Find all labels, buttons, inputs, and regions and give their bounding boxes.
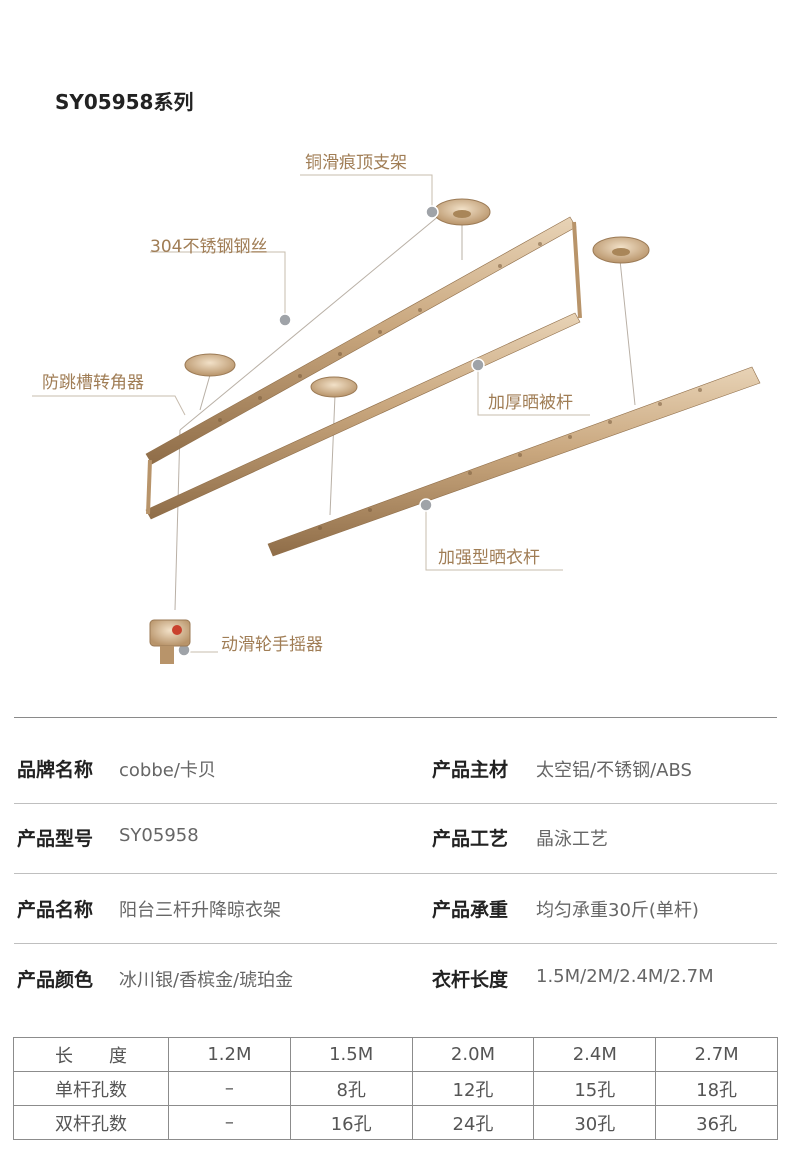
callout-ceiling-bracket: 铜滑痕顶支架 (305, 153, 407, 173)
divider (14, 803, 777, 804)
table-cell: 24孔 (411, 1105, 535, 1140)
spec-label-brand: 品牌名称 (17, 759, 94, 781)
table-header-cell: 1.5M (289, 1037, 413, 1072)
table-header-cell: 长 度 (13, 1037, 169, 1072)
table-cell: 36孔 (655, 1105, 778, 1140)
table-row: 单杆孔数 – 8孔 12孔 15孔 18孔 (13, 1071, 778, 1106)
spec-value-product-name: 阳台三杆升降晾衣架 (119, 900, 281, 921)
table-row: 双杆孔数 – 16孔 24孔 30孔 36孔 (13, 1105, 778, 1140)
callout-clothes-rod: 加强型晒衣杆 (438, 548, 540, 568)
rods (145, 216, 761, 557)
spec-value-load: 均匀承重30斤(单杆) (536, 900, 699, 921)
table-cell: – (168, 1105, 291, 1140)
spec-value-model: SY05958 (119, 825, 199, 846)
spec-label-rod-length: 衣杆长度 (432, 969, 509, 991)
spec-label-color: 产品颜色 (17, 969, 94, 991)
divider (14, 873, 777, 874)
table-cell: 16孔 (289, 1105, 413, 1140)
table-header-cell: 1.2M (168, 1037, 291, 1072)
table-cell: 单杆孔数 (13, 1071, 169, 1106)
ceiling-bracket-plates (184, 198, 650, 398)
spec-label-material: 产品主材 (432, 759, 509, 781)
spec-value-process: 晶泳工艺 (536, 829, 608, 850)
divider (14, 717, 777, 718)
spec-value-rod-length: 1.5M/2M/2.4M/2.7M (536, 966, 714, 987)
callout-quilt-rod: 加厚晒被杆 (488, 393, 573, 413)
divider (14, 943, 777, 944)
spec-value-color: 冰川银/香槟金/琥珀金 (119, 970, 294, 991)
spec-value-material: 太空铝/不锈钢/ABS (536, 760, 692, 781)
table-header-cell: 2.7M (655, 1037, 778, 1072)
table-cell: 15孔 (533, 1071, 657, 1106)
spec-label-product-name: 产品名称 (17, 899, 94, 921)
table-cell: 8孔 (289, 1071, 413, 1106)
series-title: SY05958系列 (55, 90, 194, 114)
callout-corner-device: 防跳槽转角器 (42, 373, 144, 393)
table-header-cell: 2.4M (533, 1037, 657, 1072)
table-cell: 30孔 (533, 1105, 657, 1140)
spec-value-brand: cobbe/卡贝 (119, 760, 216, 781)
table-cell: – (168, 1071, 291, 1106)
table-header-row: 长 度 1.2M 1.5M 2.0M 2.4M 2.7M (13, 1037, 778, 1072)
table-cell: 12孔 (411, 1071, 535, 1106)
table-cell: 双杆孔数 (13, 1105, 169, 1140)
callout-steel-wire: 304不锈钢钢丝 (150, 237, 268, 257)
spec-label-process: 产品工艺 (432, 828, 509, 850)
table-header-cell: 2.0M (411, 1037, 535, 1072)
spec-label-model: 产品型号 (17, 828, 94, 850)
crank-icon (149, 619, 191, 664)
hole-count-table: 长 度 1.2M 1.5M 2.0M 2.4M 2.7M 单杆孔数 – 8孔 1… (13, 1037, 778, 1140)
callout-crank: 动滑轮手摇器 (221, 635, 323, 655)
product-illustration (32, 174, 761, 664)
table-cell: 18孔 (655, 1071, 778, 1106)
spec-label-load: 产品承重 (432, 899, 509, 921)
